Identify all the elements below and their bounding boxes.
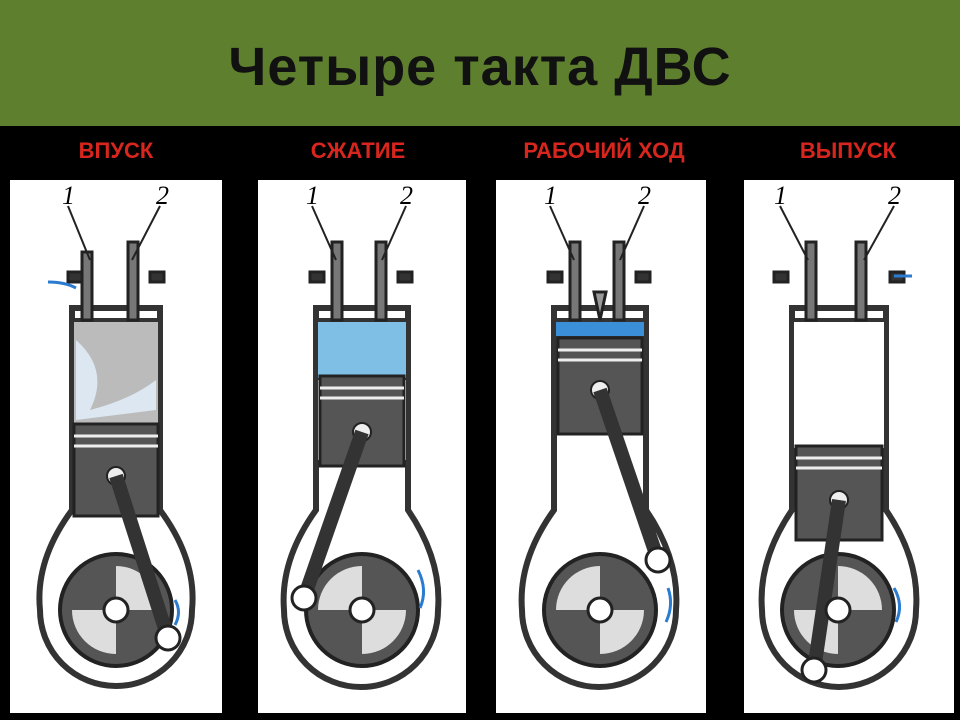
connecting-rod: [109, 473, 175, 641]
valve-label-2: 2: [888, 181, 901, 210]
valve-label-1: 1: [306, 181, 319, 210]
cylinder: [552, 318, 648, 340]
engine-panel-exhaust: 1 2: [744, 180, 954, 713]
valve-label-1: 1: [544, 181, 557, 210]
header-bar: [0, 0, 960, 126]
valve-label-2: 2: [156, 181, 169, 210]
valve-label-2: 2: [400, 181, 413, 210]
engine-panel-intake: 1 2: [10, 180, 222, 713]
valve-label-1: 1: [774, 181, 787, 210]
connecting-rod: [807, 498, 846, 672]
valve-label-2: 2: [638, 181, 651, 210]
stroke-label-intake: ВПУСК: [78, 138, 154, 163]
stroke-label-power: РАБОЧИЙ ХОД: [523, 138, 685, 163]
stroke-label-compression: СЖАТИЕ: [310, 138, 406, 163]
engine-panel-compression: 1 2: [258, 180, 466, 713]
engine-panel-power: 1 2: [496, 180, 706, 713]
connecting-rod: [297, 429, 369, 601]
connecting-rod: [593, 387, 665, 563]
page-title: Четыре такта ДВС: [228, 37, 732, 97]
stroke-label-exhaust: ВЫПУСК: [799, 138, 897, 163]
valve-label-1: 1: [62, 181, 75, 210]
cylinder: [314, 318, 410, 382]
cylinder: [790, 318, 888, 452]
